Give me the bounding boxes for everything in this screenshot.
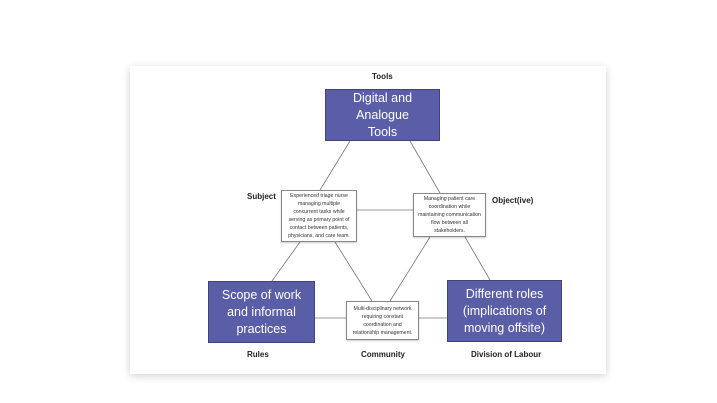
- node-object: Managing patient care coordination while…: [413, 193, 486, 237]
- node-division: Different roles (implications of moving …: [447, 280, 562, 342]
- label-community: Community: [361, 350, 405, 359]
- line-object-community: [389, 236, 431, 302]
- line-tools-subject: [319, 140, 351, 191]
- node-tools: Digital and Analogue Tools: [325, 89, 440, 141]
- line-tools-object: [409, 140, 441, 194]
- label-subject: Subject: [247, 192, 276, 201]
- line-subject-community: [334, 241, 373, 302]
- label-division: Division of Labour: [471, 350, 542, 359]
- line-object-division: [464, 236, 491, 281]
- label-tools: Tools: [372, 72, 393, 81]
- label-rules: Rules: [247, 350, 269, 359]
- label-object: Object(ive): [492, 196, 534, 205]
- line-subject-rules: [271, 241, 301, 282]
- node-community: Multi-disciplinary network requiring con…: [346, 301, 419, 340]
- node-subject: Experienced triage nurse managing multip…: [281, 190, 357, 242]
- node-rules: Scope of work and informal practices: [208, 281, 315, 343]
